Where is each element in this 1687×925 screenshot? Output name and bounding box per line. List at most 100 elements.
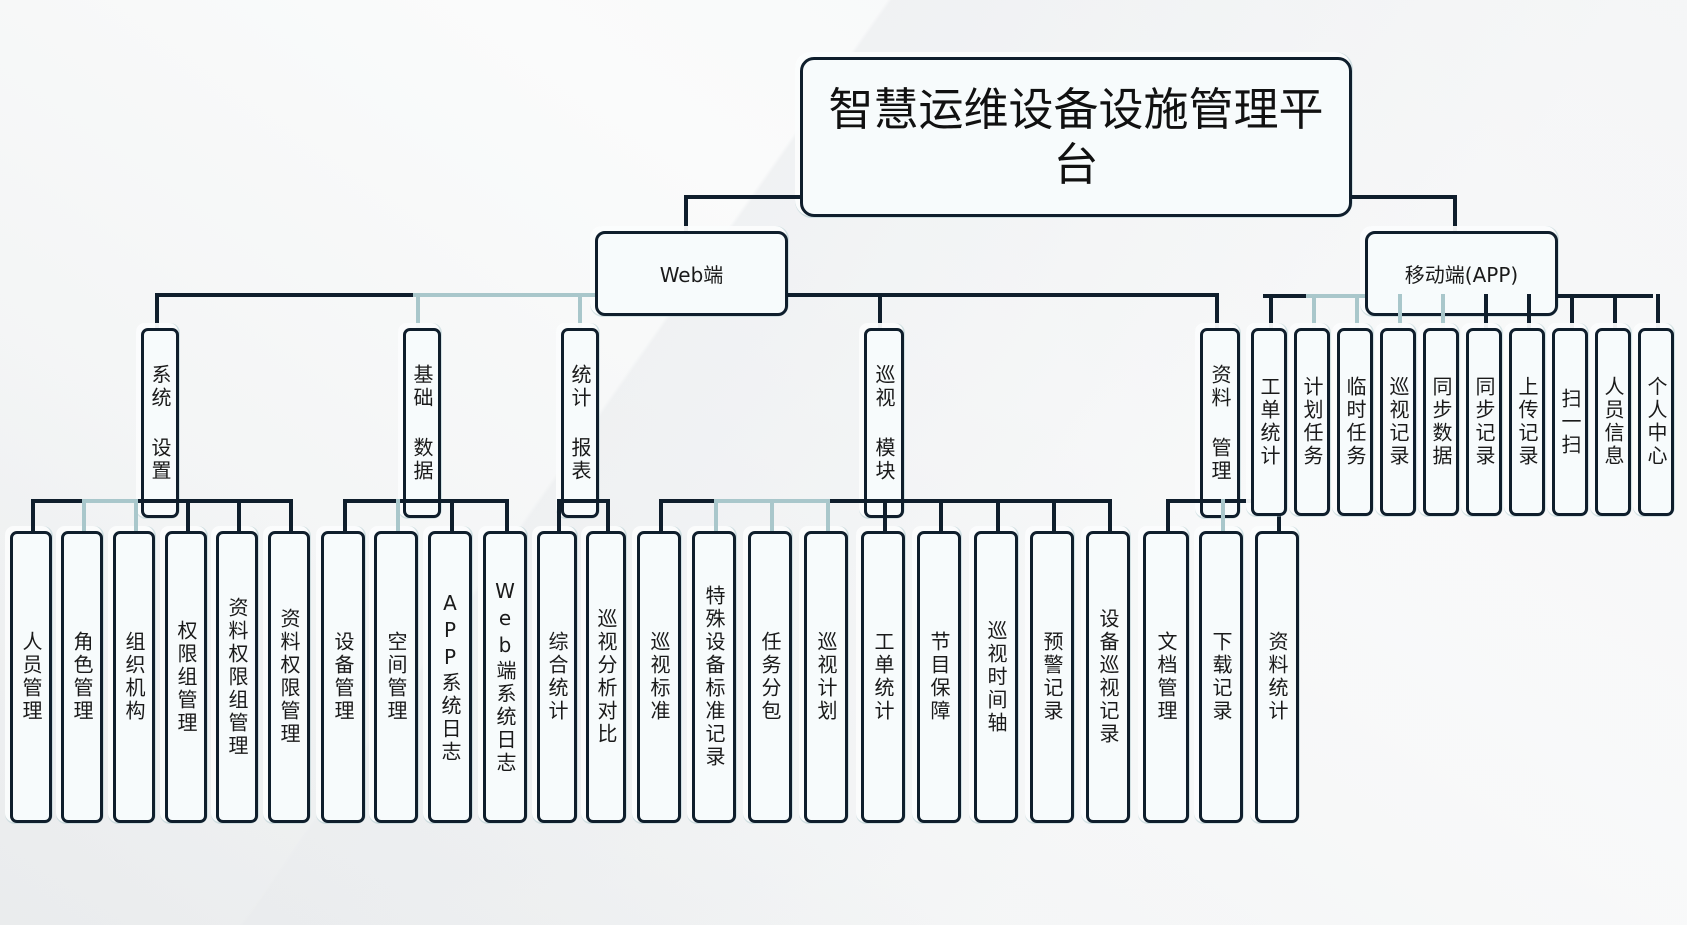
connector-group-bar <box>343 499 508 503</box>
connector-web-bar <box>155 293 415 297</box>
connector-app-drop <box>1570 294 1574 328</box>
leaf-node-label: 资料权限组管理 <box>225 596 249 758</box>
app-leaf-node[interactable]: 人员信息 <box>1595 328 1631 516</box>
leaf-node[interactable]: 综合统计 <box>537 531 577 823</box>
connector-root-web-drop <box>684 195 688 233</box>
connector-web-bar-right <box>788 293 1218 297</box>
leaf-node-label: 巡视时间轴 <box>984 619 1008 735</box>
connector-root-app <box>1350 195 1456 199</box>
connector-leaf-drop <box>31 499 35 531</box>
connector-app-drop <box>1398 294 1402 328</box>
leaf-node-label: APP系统日志 <box>438 590 462 764</box>
app-leaf-node[interactable]: 个人中心 <box>1638 328 1674 516</box>
leaf-node[interactable]: APP系统日志 <box>428 531 472 823</box>
leaf-node[interactable]: Web端系统日志 <box>483 531 527 823</box>
leaf-node[interactable]: 工单统计 <box>861 531 905 823</box>
group-node[interactable]: 系统 设置 <box>141 328 179 518</box>
leaf-node[interactable]: 任务分包 <box>748 531 792 823</box>
connector-drop <box>878 293 882 329</box>
group-node-label: 巡视 模块 <box>872 363 896 483</box>
leaf-node[interactable]: 预警记录 <box>1030 531 1074 823</box>
app-leaf-node-label: 计划任务 <box>1300 376 1324 468</box>
connector-root-app-drop <box>1453 195 1457 233</box>
connector-group-bar-light <box>82 499 137 503</box>
connector-group-bar <box>31 499 292 503</box>
leaf-node[interactable]: 资料权限管理 <box>268 531 310 823</box>
connector-leaf-drop <box>826 499 830 531</box>
connector-app-drop <box>1441 294 1445 328</box>
root-node[interactable]: 智慧运维设备设施管理平台 <box>800 57 1352 217</box>
leaf-node-label: 资料统计 <box>1265 631 1289 723</box>
leaf-node[interactable]: 设备管理 <box>321 531 365 823</box>
leaf-node[interactable]: 节目保障 <box>917 531 961 823</box>
leaf-node[interactable]: 文档管理 <box>1143 531 1189 823</box>
group-node[interactable]: 资料 管理 <box>1200 328 1240 518</box>
app-leaf-node-label: 临时任务 <box>1343 376 1367 468</box>
connector-drop <box>155 293 159 329</box>
group-node[interactable]: 统计 报表 <box>561 328 599 518</box>
leaf-node-label: 文档管理 <box>1154 631 1178 723</box>
connector-leaf-drop <box>289 499 293 531</box>
connector-drop <box>416 293 420 329</box>
app-leaf-node[interactable]: 巡视记录 <box>1380 328 1416 516</box>
leaf-node[interactable]: 空间管理 <box>374 531 418 823</box>
connector-drop <box>578 293 582 329</box>
leaf-node[interactable]: 权限组管理 <box>165 531 207 823</box>
leaf-node[interactable]: 巡视标准 <box>637 531 681 823</box>
leaf-node-label: 人员管理 <box>19 631 43 723</box>
app-leaf-node-label: 同步记录 <box>1472 376 1496 468</box>
leaf-node[interactable]: 资料权限组管理 <box>216 531 258 823</box>
leaf-node-label: 节目保障 <box>927 631 951 723</box>
leaf-node[interactable]: 设备巡视记录 <box>1086 531 1130 823</box>
branch-app-label: 移动端(APP) <box>1404 263 1519 287</box>
leaf-node[interactable]: 资料统计 <box>1255 531 1299 823</box>
connector-leaf-drop <box>186 499 190 531</box>
connector-app-drop <box>1355 294 1359 328</box>
leaf-node[interactable]: 下载记录 <box>1199 531 1243 823</box>
connector-leaf-drop <box>343 499 347 531</box>
leaf-node-label: 工单统计 <box>871 631 895 723</box>
connector-leaf-drop <box>714 499 718 531</box>
connector-leaf-drop <box>770 499 774 531</box>
app-leaf-node[interactable]: 同步数据 <box>1423 328 1459 516</box>
leaf-node[interactable]: 人员管理 <box>10 531 52 823</box>
group-node[interactable]: 巡视 模块 <box>864 328 904 518</box>
leaf-node[interactable]: 角色管理 <box>61 531 103 823</box>
connector-leaf-drop <box>1052 499 1056 531</box>
connector-leaf-drop <box>1166 499 1170 531</box>
connector-app-drop <box>1656 294 1660 328</box>
leaf-node-label: 下载记录 <box>1209 631 1233 723</box>
connector-leaf-drop <box>396 499 400 531</box>
connector-leaf-drop <box>82 499 86 531</box>
leaf-node[interactable]: 组织机构 <box>113 531 155 823</box>
app-leaf-node[interactable]: 同步记录 <box>1466 328 1502 516</box>
leaf-node[interactable]: 巡视时间轴 <box>974 531 1018 823</box>
leaf-node[interactable]: 巡视计划 <box>804 531 848 823</box>
group-node[interactable]: 基础 数据 <box>403 328 441 518</box>
app-leaf-node-label: 同步数据 <box>1429 376 1453 468</box>
leaf-node[interactable]: 特殊设备标准记录 <box>692 531 736 823</box>
connector-group-bar <box>557 499 609 503</box>
app-leaf-node[interactable]: 上传记录 <box>1509 328 1545 516</box>
group-node-label: 资料 管理 <box>1208 363 1232 483</box>
app-leaf-node-label: 巡视记录 <box>1386 376 1410 468</box>
connector-drop <box>1215 293 1219 329</box>
branch-web[interactable]: Web端 <box>595 231 788 316</box>
connector-leaf-drop <box>557 499 561 531</box>
connector-leaf-drop <box>505 499 509 531</box>
connector-app-drop <box>1312 294 1316 328</box>
branch-app[interactable]: 移动端(APP) <box>1365 231 1558 316</box>
leaf-node-label: 综合统计 <box>545 631 569 723</box>
leaf-node[interactable]: 巡视分析对比 <box>586 531 626 823</box>
app-leaf-node[interactable]: 工单统计 <box>1251 328 1287 516</box>
connector-app-drop <box>1269 294 1273 328</box>
connector-root-web <box>684 195 802 199</box>
branch-web-label: Web端 <box>659 263 724 287</box>
app-leaf-node[interactable]: 临时任务 <box>1337 328 1373 516</box>
app-leaf-node[interactable]: 扫一扫 <box>1552 328 1588 516</box>
connector-group-bar-light <box>396 499 399 503</box>
leaf-node-label: 设备巡视记录 <box>1096 608 1120 746</box>
app-leaf-node-label: 上传记录 <box>1515 376 1539 468</box>
app-leaf-node[interactable]: 计划任务 <box>1294 328 1330 516</box>
connector-app-drop <box>1613 294 1617 328</box>
